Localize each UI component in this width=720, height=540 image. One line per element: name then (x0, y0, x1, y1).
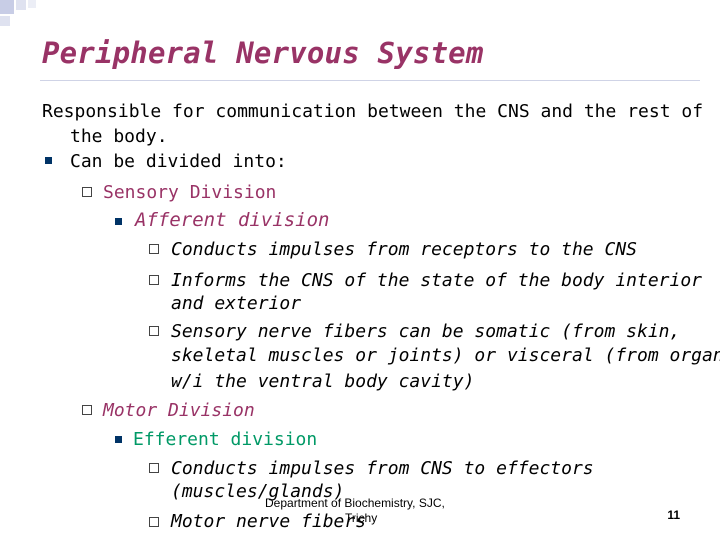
divided-into-text: Can be divided into: (70, 151, 287, 172)
afferent-division-heading: Afferent division (135, 209, 330, 231)
afferent-point-3-cont: skeletal muscles or joints) or visceral … (171, 345, 720, 366)
efferent-point-2: Motor nerve fibers (171, 511, 367, 532)
box-bullet-icon (82, 187, 92, 197)
box-bullet-icon (149, 326, 159, 336)
footer-department: Department of Biochemistry, SJC, (265, 496, 445, 510)
box-bullet-icon (82, 405, 92, 415)
title-divider (40, 80, 700, 81)
square-bullet-icon (45, 157, 52, 164)
efferent-point-1: Conducts impulses from CNS to effectors (171, 458, 594, 479)
box-bullet-icon (149, 244, 159, 254)
efferent-point-1-cont: (muscles/glands) (171, 481, 345, 502)
afferent-point-1: Conducts impulses from receptors to the … (171, 239, 637, 260)
afferent-point-3: Sensory nerve fibers can be somatic (fro… (171, 321, 681, 342)
square-bullet-icon (115, 218, 122, 225)
sensory-division-heading: Sensory Division (103, 182, 277, 203)
afferent-point-3-cont2: w/i the ventral body cavity) (171, 371, 475, 392)
intro-text: Responsible for communication between th… (42, 101, 704, 122)
box-bullet-icon (149, 517, 159, 527)
page-title: Peripheral Nervous System (42, 36, 484, 70)
square-bullet-icon (115, 436, 122, 443)
efferent-division-heading: Efferent division (133, 429, 318, 450)
intro-text-cont: the body. (70, 126, 168, 147)
afferent-point-2-cont: and exterior (171, 293, 302, 314)
motor-division-heading: Motor Division (103, 400, 255, 421)
afferent-point-2: Informs the CNS of the state of the body… (171, 270, 703, 291)
corner-decoration (0, 0, 36, 26)
box-bullet-icon (149, 463, 159, 473)
box-bullet-icon (149, 275, 159, 285)
footer-place: Trichy (345, 511, 378, 525)
page-number: 11 (667, 508, 680, 522)
